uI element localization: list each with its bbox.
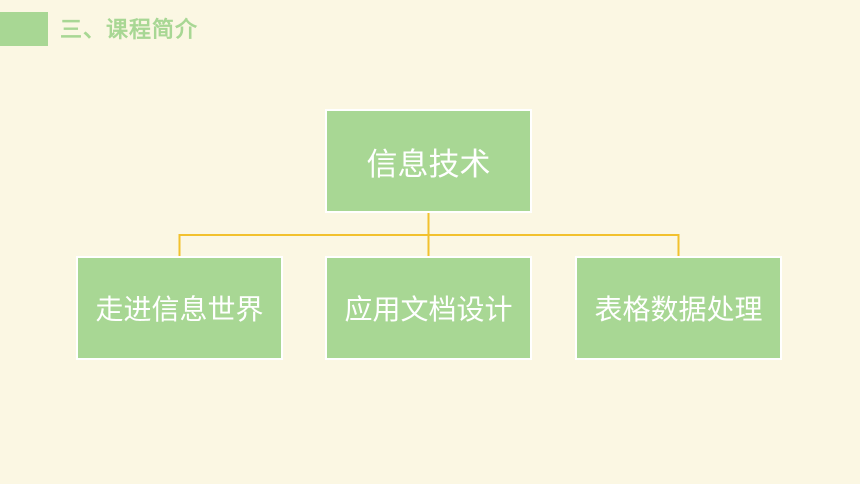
section-title: 三、课程简介 [60,18,199,43]
child-node-label: 走进信息世界 [95,293,264,326]
child-node-label: 表格数据处理 [594,293,763,326]
diagram-root-node: 信息技术 [325,109,532,213]
child-node-label: 应用文档设计 [344,293,513,326]
diagram-child-node-3: 表格数据处理 [575,256,782,360]
header-accent-bar [0,12,48,46]
root-node-label: 信息技术 [366,146,491,183]
diagram-child-node-2: 应用文档设计 [325,256,532,360]
diagram-child-node-1: 走进信息世界 [76,256,283,360]
